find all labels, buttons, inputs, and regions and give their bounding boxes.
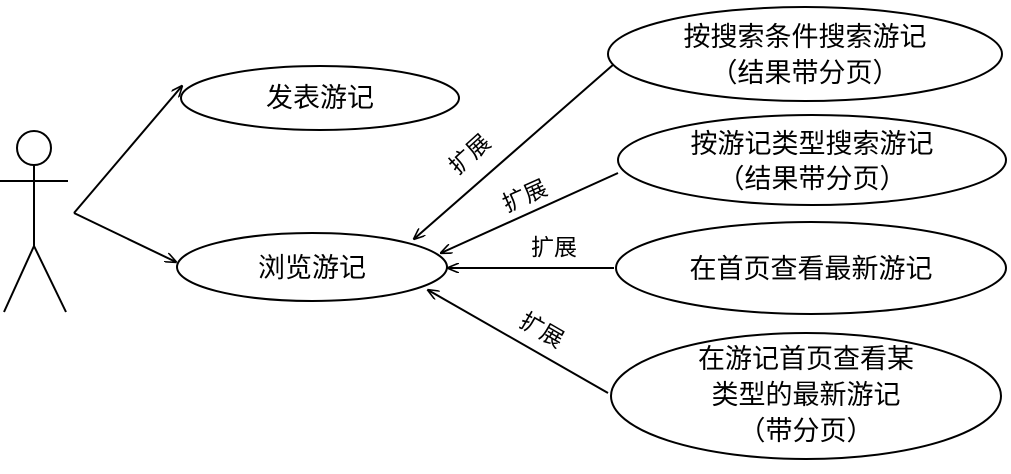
extend-label-1: 扩展 [445, 130, 497, 180]
use-case-search-by-condition-line-2: （结果带分页） [711, 58, 900, 89]
use-case-search-by-type-line-1: 按游记类型搜索游记 [691, 129, 934, 160]
use-case-latest-by-type-line-3: （带分页） [739, 416, 874, 447]
use-case-latest-home-label: 在首页查看最新游记 [690, 254, 933, 285]
extend-line-4 [428, 290, 609, 394]
association-browse [73, 212, 176, 262]
use-case-search-by-condition: 按搜索条件搜索游记 （结果带分页） [607, 6, 1003, 102]
use-case-search-by-condition-line-1: 按搜索条件搜索游记 [684, 22, 927, 53]
extend-label-3: 扩展 [531, 235, 577, 261]
actor-right-leg [33, 245, 67, 313]
extend-label-4: 扩展 [515, 308, 568, 354]
actor-head [16, 130, 52, 166]
extend-label-2: 扩展 [499, 175, 552, 217]
use-case-browse: 浏览游记 [176, 232, 448, 302]
use-case-latest-home: 在首页查看最新游记 [615, 221, 1007, 315]
use-case-publish-label: 发表游记 [266, 83, 374, 114]
extend-line-2 [441, 172, 619, 253]
association-publish [73, 86, 182, 214]
extend-line-1 [414, 63, 615, 239]
use-case-latest-by-type-line-1: 在游记首页查看某 [698, 344, 914, 375]
actor-figure [0, 130, 68, 313]
use-case-browse-label: 浏览游记 [258, 253, 366, 284]
actor-left-leg [3, 245, 35, 313]
use-case-latest-by-type: 在游记首页查看某 类型的最新游记 （带分页） [610, 332, 1002, 460]
use-case-latest-by-type-line-2: 类型的最新游记 [712, 380, 901, 411]
use-case-publish: 发表游记 [180, 65, 460, 131]
use-case-search-by-type: 按游记类型搜索游记 （结果带分页） [617, 114, 1007, 206]
use-case-search-by-type-line-2: （结果带分页） [718, 164, 907, 195]
